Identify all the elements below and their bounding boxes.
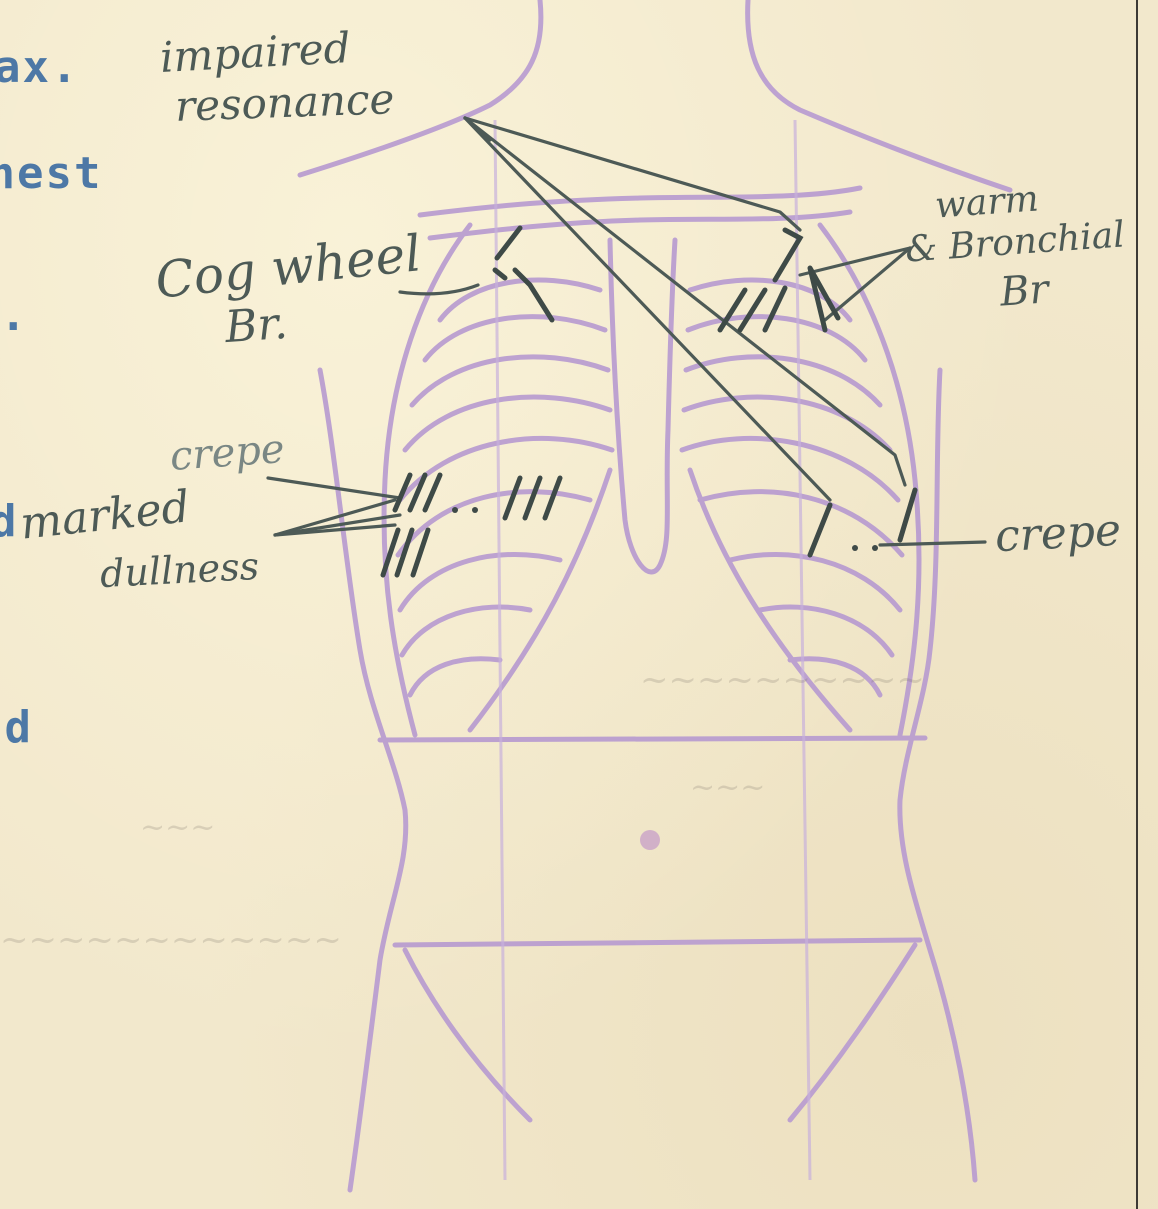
annotation-bronchial-br: Br bbox=[998, 266, 1050, 315]
annotation-dullness: dullness bbox=[99, 544, 260, 596]
tally-left-base-8 bbox=[397, 530, 412, 575]
annotation-resonance: resonance bbox=[174, 74, 395, 131]
tally-right-apex-4 bbox=[765, 288, 785, 330]
tally-right-base-2 bbox=[900, 490, 915, 540]
tally-left-base-4 bbox=[505, 478, 520, 518]
tally-left-apex-2 bbox=[495, 270, 505, 278]
dot-left-base-1 bbox=[452, 507, 458, 513]
annotation-crepe-right: crepe bbox=[994, 505, 1122, 563]
tally-left-base-2 bbox=[410, 475, 425, 510]
pointer-resonance-to-right-apex bbox=[465, 118, 800, 230]
annotation-crepe-left: crepe bbox=[169, 426, 286, 480]
tally-left-apex-3 bbox=[515, 270, 552, 320]
dot-right-base-1 bbox=[852, 545, 858, 551]
tally-right-base-1 bbox=[810, 505, 830, 555]
dot-left-base-2 bbox=[472, 507, 478, 513]
tally-left-base-6 bbox=[545, 478, 560, 518]
pointer-cogwheel bbox=[400, 285, 478, 294]
annotation-cogwheel-br: Br. bbox=[223, 298, 289, 353]
pointer-resonance-to-right-mid bbox=[465, 118, 905, 485]
tally-right-apex-1 bbox=[775, 230, 800, 280]
tally-left-apex-1 bbox=[497, 228, 520, 258]
tally-left-base-7 bbox=[383, 530, 398, 575]
tally-left-base-9 bbox=[413, 530, 428, 575]
annotation-warm: warm bbox=[934, 178, 1040, 226]
tally-left-base-5 bbox=[525, 478, 540, 518]
pointer-crepe-left-1 bbox=[268, 478, 400, 498]
pointer-crepe-right bbox=[880, 542, 985, 545]
page-edge-rule bbox=[1136, 0, 1138, 1209]
dot-right-base-2 bbox=[872, 545, 878, 551]
tally-left-base-1 bbox=[395, 475, 410, 510]
tally-right-apex-5 bbox=[810, 268, 838, 330]
annotation-impaired: impaired bbox=[159, 23, 352, 82]
tally-left-base-3 bbox=[425, 475, 440, 510]
